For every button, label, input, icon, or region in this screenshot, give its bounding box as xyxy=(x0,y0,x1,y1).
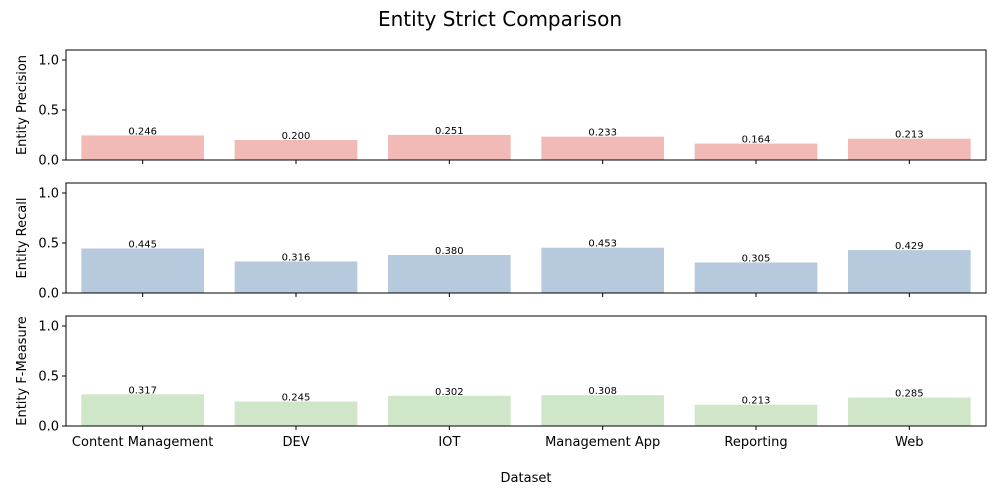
y-tick-label-2-0: 0.0 xyxy=(38,420,59,435)
panel-1: 0.445 0.316 0.380 0.453 0.305 0.429 0.0 0.5 1.0E… xyxy=(15,182,987,302)
panel-0: 0.246 0.200 0.251 0.233 0.164 0.213 0.0 0.5 1.0 E… xyxy=(15,49,987,169)
data-label-0-4: 0.164 xyxy=(742,135,771,146)
y-tick-label-0-2: 1.0 xyxy=(38,54,59,69)
data-label-0-2: 0.251 xyxy=(435,126,464,137)
bar-1-2 xyxy=(388,255,511,293)
data-label-1-3: 0.453 xyxy=(588,239,617,250)
y-tick-label-2-2: 1.0 xyxy=(38,320,59,335)
data-label-1-4: 0.305 xyxy=(742,254,771,265)
y-tick-label-1-1: 0.5 xyxy=(38,237,59,252)
data-label-2-4: 0.213 xyxy=(742,396,771,407)
bar-0-1 xyxy=(234,140,358,160)
axes-frame-1 xyxy=(65,182,987,294)
y-axis-label-1: Entity Recall xyxy=(15,198,30,279)
x-tick-label-1: DEV xyxy=(282,435,309,450)
panel-2: 0.317 0.245 0.302 0.308 0.213 0.285 0.0 0.5 1.0 E… xyxy=(15,315,987,435)
data-label-1-1: 0.316 xyxy=(282,252,311,263)
x-tick-label-5: Web xyxy=(895,435,923,450)
bar-1-4 xyxy=(694,262,818,293)
bar-0-2 xyxy=(388,134,511,160)
y-tick-label-1-0: 0.0 xyxy=(38,287,59,302)
data-label-2-0: 0.317 xyxy=(128,385,157,396)
data-label-1-2: 0.380 xyxy=(435,246,464,257)
bar-2-3 xyxy=(541,395,664,426)
chart-title: Entity Strict Comparison xyxy=(378,7,622,31)
data-label-1-0: 0.445 xyxy=(128,240,157,251)
bar-2-5 xyxy=(848,397,971,426)
bar-2-1 xyxy=(234,401,358,426)
x-tick-label-2: IOT xyxy=(438,435,460,450)
y-tick-label-1-2: 1.0 xyxy=(38,187,59,202)
data-label-2-1: 0.245 xyxy=(282,393,311,404)
y-tick-label-0-1: 0.5 xyxy=(38,104,59,119)
y-axis-label-0: Entity Precision xyxy=(15,55,30,155)
data-label-0-0: 0.246 xyxy=(128,126,157,137)
data-label-1-5: 0.429 xyxy=(895,241,924,252)
bar-1-0 xyxy=(81,248,204,293)
bar-1-3 xyxy=(541,247,664,293)
x-tick-label-3: Management App xyxy=(545,435,660,450)
data-label-2-5: 0.285 xyxy=(895,389,924,400)
x-tick-label-0: Content Management xyxy=(72,435,213,450)
bar-0-5 xyxy=(848,138,971,160)
data-label-0-5: 0.213 xyxy=(895,130,924,141)
data-label-2-3: 0.308 xyxy=(588,386,617,397)
data-label-0-3: 0.233 xyxy=(588,128,617,139)
y-axis-label-2: Entity F-Measure xyxy=(15,316,30,426)
bar-0-3 xyxy=(541,136,664,160)
bar-2-0 xyxy=(81,394,204,426)
axes-frame-2 xyxy=(65,315,987,427)
x-tick-label-4: Reporting xyxy=(724,435,787,450)
y-tick-label-2-1: 0.5 xyxy=(38,370,59,385)
bar-2-4 xyxy=(694,404,818,426)
bar-1-1 xyxy=(234,261,358,293)
bar-0-0 xyxy=(81,135,204,160)
bar-0-4 xyxy=(694,143,818,160)
x-axis-label: Dataset xyxy=(501,471,552,486)
data-label-0-1: 0.200 xyxy=(282,131,311,142)
bar-1-5 xyxy=(848,250,971,293)
data-label-2-2: 0.302 xyxy=(435,387,464,398)
axes-frame-0 xyxy=(65,49,987,161)
bar-2-2 xyxy=(388,395,511,426)
y-tick-label-0-0: 0.0 xyxy=(38,154,59,169)
